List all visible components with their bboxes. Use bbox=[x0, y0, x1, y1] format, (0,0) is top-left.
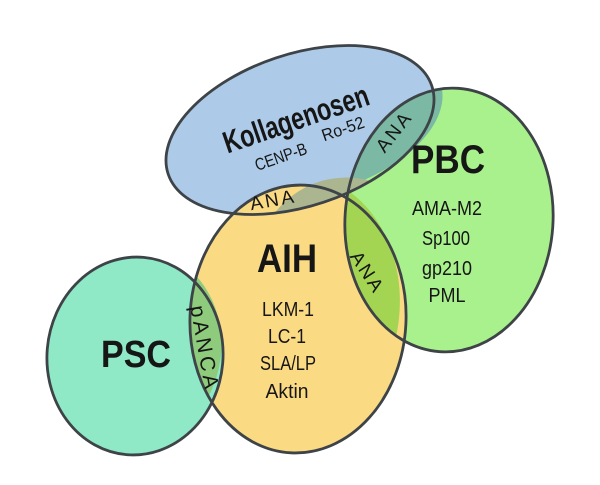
label-pbc-item-ama-m2: AMA-M2 bbox=[412, 198, 482, 220]
label-aih-item-lc-1: LC-1 bbox=[268, 326, 306, 348]
outline-kollagenosen bbox=[164, 44, 436, 216]
overlap-aih-pbc bbox=[344, 162, 415, 352]
label-aih-item-aktin: Aktin bbox=[266, 381, 309, 403]
outline-aih bbox=[188, 183, 408, 455]
label-pbc-item-pml: PML bbox=[429, 285, 466, 307]
label-psc: PSC bbox=[101, 334, 171, 376]
label-aih-item-lkm-1: LKM-1 bbox=[262, 299, 314, 321]
label-pbc-item-gp210: gp210 bbox=[422, 258, 472, 280]
ellipse-psc bbox=[46, 257, 224, 455]
outline-pbc bbox=[343, 86, 555, 354]
label-pbc-item-sp100: Sp100 bbox=[422, 228, 470, 250]
label-aih-item-sla-lp: SLA/LP bbox=[260, 353, 316, 375]
outline-psc bbox=[45, 255, 225, 457]
label-pbc: PBC bbox=[411, 138, 485, 182]
set-outlines bbox=[45, 44, 555, 457]
label-aih: AIH bbox=[257, 237, 317, 281]
